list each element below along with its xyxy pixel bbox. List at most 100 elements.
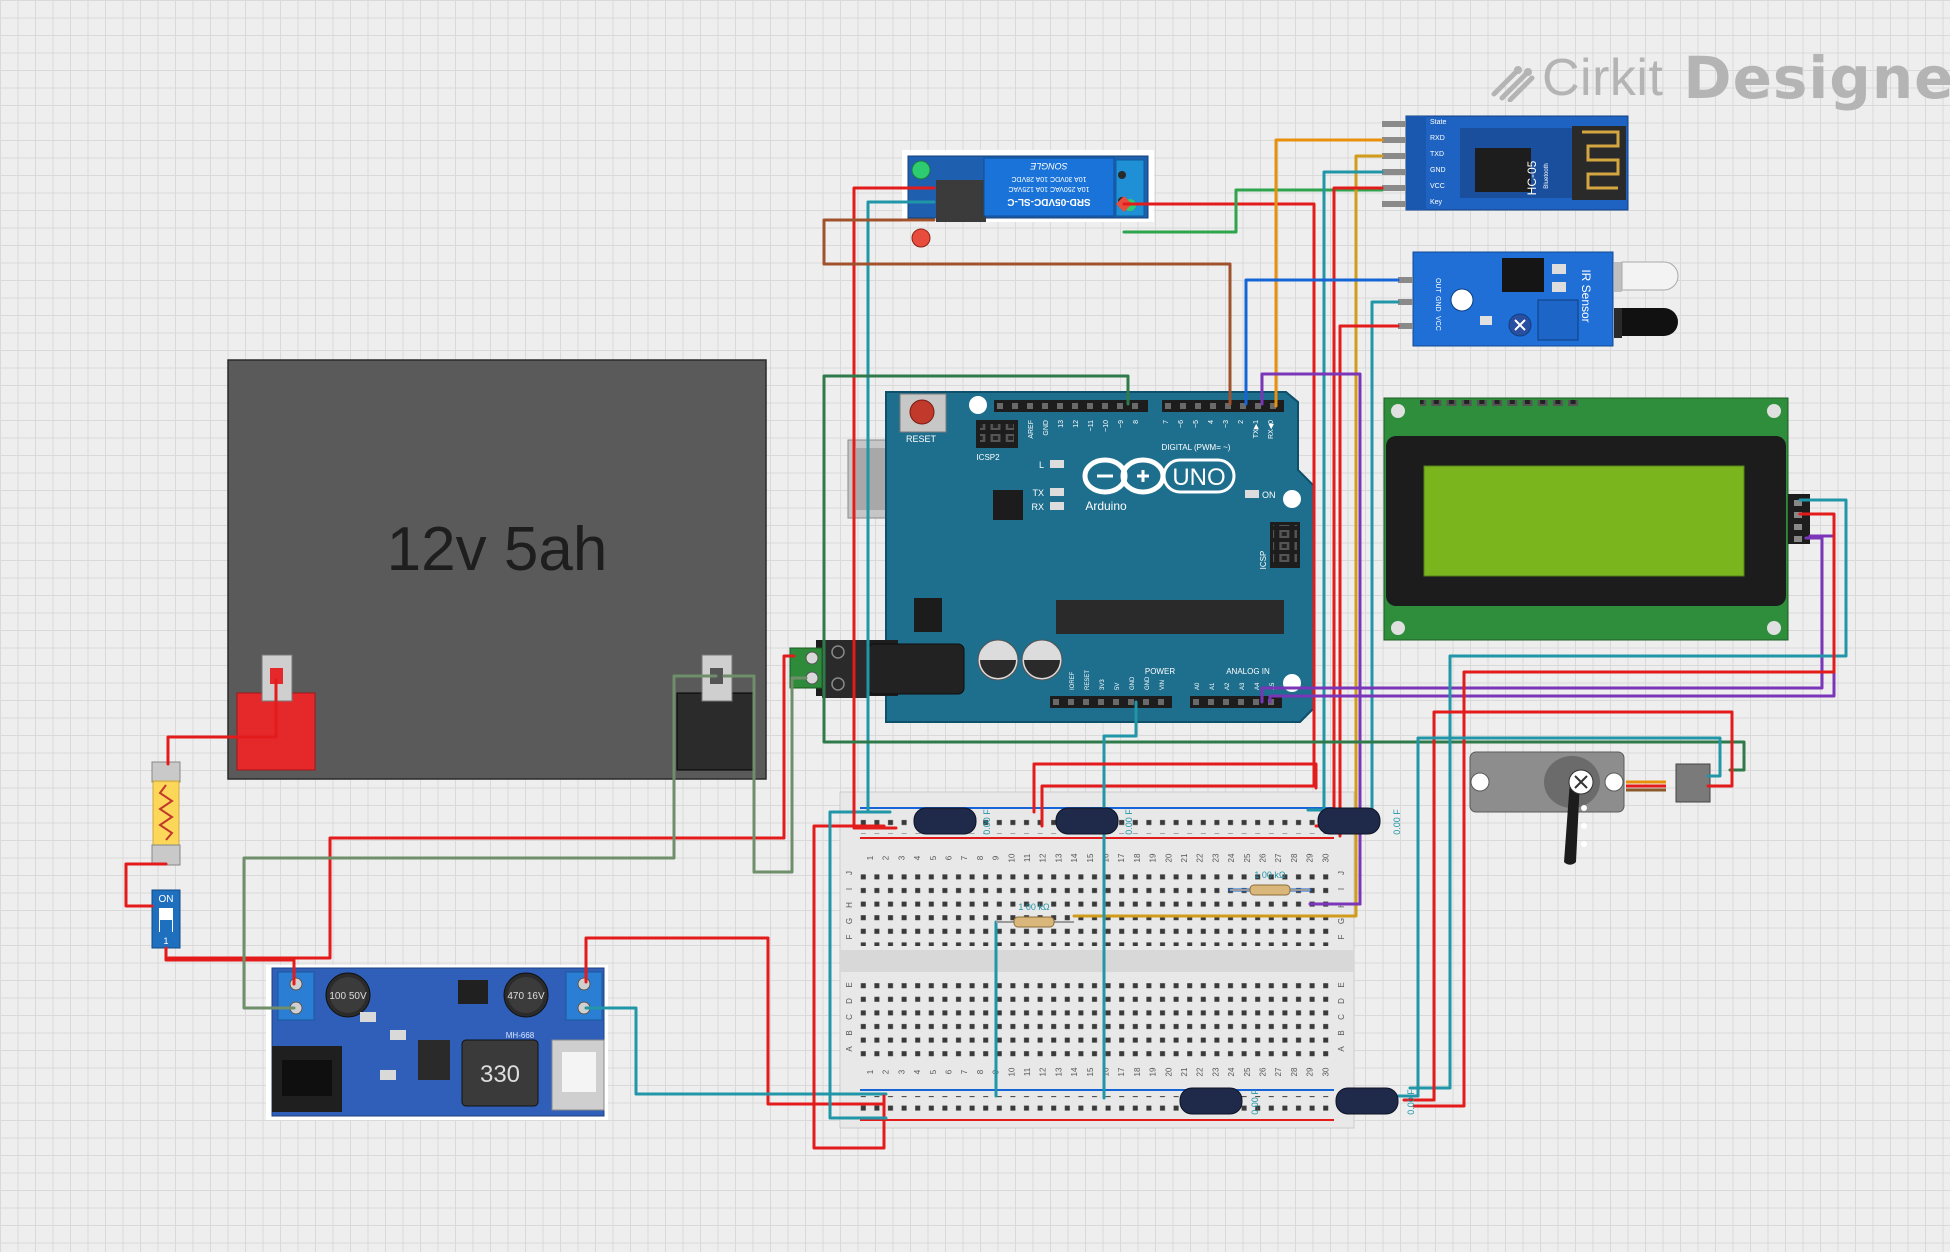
arduino-uno-board[interactable]: RESET ICSP2 AREF GND 13 12 ~11 ~10 ~9 8 … <box>816 391 1315 723</box>
fuse[interactable] <box>151 761 181 866</box>
breadboard-col-label: 26 <box>1259 853 1268 862</box>
bluetooth-module-hc05[interactable]: HC-05 Bluetooth State RXD TXD GND VCC Ke… <box>1382 115 1629 211</box>
wire-relay-teal[interactable] <box>866 200 936 814</box>
breadboard-col-label: 20 <box>1164 1067 1173 1076</box>
breadboard-col-label: 23 <box>1211 1067 1220 1076</box>
breadboard-row-label: C <box>1337 1014 1346 1020</box>
capacitor-2[interactable]: 0.00 F <box>1055 807 1134 835</box>
breadboard-col-label: 14 <box>1070 1067 1079 1076</box>
capacitor-5[interactable]: 0.00 F <box>1335 1087 1416 1115</box>
pin-label-a4: A4 <box>1255 682 1261 690</box>
wire-bt-orange[interactable] <box>1274 138 1384 408</box>
breadboard-row-label: B <box>845 1030 854 1035</box>
breadboard-col-label: 4 <box>913 855 922 860</box>
wire-rail-red-left[interactable] <box>812 824 886 1150</box>
breadboard-col-label: 29 <box>1306 1067 1315 1076</box>
wire-rail-teal-left[interactable] <box>828 810 888 1120</box>
top-pin-labels: AREF GND 13 12 ~11 ~10 ~9 8 7 ~6 ~5 4 ~3… <box>1028 420 1275 439</box>
breadboard-col-label: 25 <box>1243 1067 1252 1076</box>
wire-fuse-switch[interactable] <box>124 862 168 908</box>
wire-buck-out-red[interactable] <box>584 936 886 1106</box>
capacitor-3-label: 0.00 F <box>1392 809 1402 835</box>
wire-buck-in-red[interactable] <box>166 654 796 960</box>
pin-label-9: ~9 <box>1118 420 1125 428</box>
breadboard-col-label: 27 <box>1274 1067 1283 1076</box>
wire-battery-neg-jack[interactable] <box>722 674 808 874</box>
analog-pin-header[interactable] <box>1190 696 1282 708</box>
breadboard-col-label: 13 <box>1054 853 1063 862</box>
breadboard-row-label: D <box>845 998 854 1004</box>
breadboard-col-label: 25 <box>1243 853 1252 862</box>
wire-buck-out-teal[interactable] <box>584 1006 888 1096</box>
bt-pin-gnd: GND <box>1430 167 1446 174</box>
capacitor-3[interactable]: 0.00 F <box>1317 807 1402 835</box>
wire-lcd-red[interactable] <box>1412 512 1836 1108</box>
wire-battery-positive[interactable] <box>166 678 278 766</box>
wire-ir-teal[interactable] <box>1370 300 1400 816</box>
breadboard-row-label: G <box>845 918 854 924</box>
breadboard-col-label: 22 <box>1196 1067 1205 1076</box>
digital-pin-header[interactable] <box>994 400 1284 412</box>
arduino-logo <box>1082 457 1236 495</box>
breadboard-col-label: 18 <box>1133 853 1142 862</box>
battery-label: 12v 5ah <box>387 515 608 584</box>
wire-relay-com-red[interactable] <box>1040 202 1316 828</box>
wire-ir-red[interactable] <box>1338 324 1400 838</box>
breadboard-col-label: 19 <box>1149 853 1158 862</box>
bt-pin-rxd: RXD <box>1430 135 1445 142</box>
breadboard-row-label: J <box>845 871 854 875</box>
reset-button[interactable] <box>899 393 947 433</box>
battery-negative-terminal[interactable] <box>676 654 756 771</box>
pin-label-gnd2: GND <box>1145 676 1151 690</box>
wire-servo-red[interactable] <box>1402 710 1734 1102</box>
breadboard-col-label: 11 <box>1023 853 1032 862</box>
relay-module[interactable]: SRD-05VDC-SL-C 10A 250VAC 10A 125VAC 10A… <box>902 150 1154 248</box>
wire-lcd-purple-1[interactable] <box>1260 536 1824 704</box>
capacitor-4[interactable]: 0.00 F <box>1179 1087 1260 1115</box>
breadboard-row-label: A <box>845 1046 854 1052</box>
logo-word-cirkit: Cirkit <box>1542 49 1664 107</box>
wire-arduino-red-rail[interactable] <box>1032 762 1318 814</box>
relay-line3: 10A 30VDC 10A 28VDC <box>1011 175 1086 182</box>
power-switch[interactable]: ON 1 <box>151 889 181 949</box>
dc-jack-terminal[interactable] <box>789 640 868 698</box>
wire-arduino-5v-teal[interactable] <box>1102 700 1138 1100</box>
resistor-1[interactable]: 1 00 kΩ <box>996 902 1074 928</box>
wire-ir-blue[interactable] <box>1244 278 1400 406</box>
wire-lcd-teal[interactable] <box>1408 498 1848 1090</box>
bt-pin-state: State <box>1430 119 1446 126</box>
pin-label-2: 2 <box>1238 420 1245 424</box>
wire-arduino-darkgreen[interactable] <box>822 374 1746 772</box>
power-pin-header[interactable] <box>1050 696 1172 708</box>
capacitor-1[interactable]: 0.00 F <box>913 807 992 835</box>
cirkit-logo-icon <box>1491 66 1535 102</box>
wire-bt-gold[interactable] <box>1072 154 1384 918</box>
breadboard-row-label: B <box>1337 1030 1346 1035</box>
bt-pin-vcc: VCC <box>1430 183 1445 190</box>
lcd-20x4-display[interactable] <box>1383 397 1810 641</box>
breadboard-col-label: 15 <box>1086 1067 1095 1076</box>
buck-converter[interactable]: 100 50V 470 16V 330 MH-668 <box>266 965 608 1120</box>
breadboard-col-label: 1 <box>866 1069 875 1074</box>
servo-motor[interactable] <box>1469 751 1711 865</box>
bluetooth-model: HC-05 <box>1525 160 1539 195</box>
breadboard-col-label: 1 <box>866 855 875 860</box>
pin-label-a3: A3 <box>1240 682 1246 690</box>
wire-relay-red[interactable] <box>852 186 936 830</box>
breadboard-col-label: 10 <box>1007 853 1016 862</box>
wire-bt-teal[interactable] <box>1306 170 1384 812</box>
breadboard-col-label: 17 <box>1117 1067 1126 1076</box>
wire-relay-brown[interactable] <box>822 218 1232 406</box>
wire-battery-negative[interactable] <box>242 674 718 1010</box>
wire-relay-green[interactable] <box>1122 188 1384 234</box>
battery-12v[interactable]: 12v 5ah <box>227 359 767 780</box>
ir-sensor-module[interactable]: IR Sensor OUT GND VCC <box>1398 251 1679 347</box>
switch-on-label: ON <box>159 894 174 905</box>
breadboard-col-label: 6 <box>945 1069 954 1074</box>
wire-servo-teal[interactable] <box>1380 736 1722 1098</box>
wire-lcd-purple-2[interactable] <box>1268 534 1836 704</box>
resistor-2[interactable]: 1 00 kΩ <box>1230 870 1310 896</box>
pin-label-6: ~6 <box>1178 420 1185 428</box>
wire-switch-buck[interactable] <box>164 946 296 986</box>
